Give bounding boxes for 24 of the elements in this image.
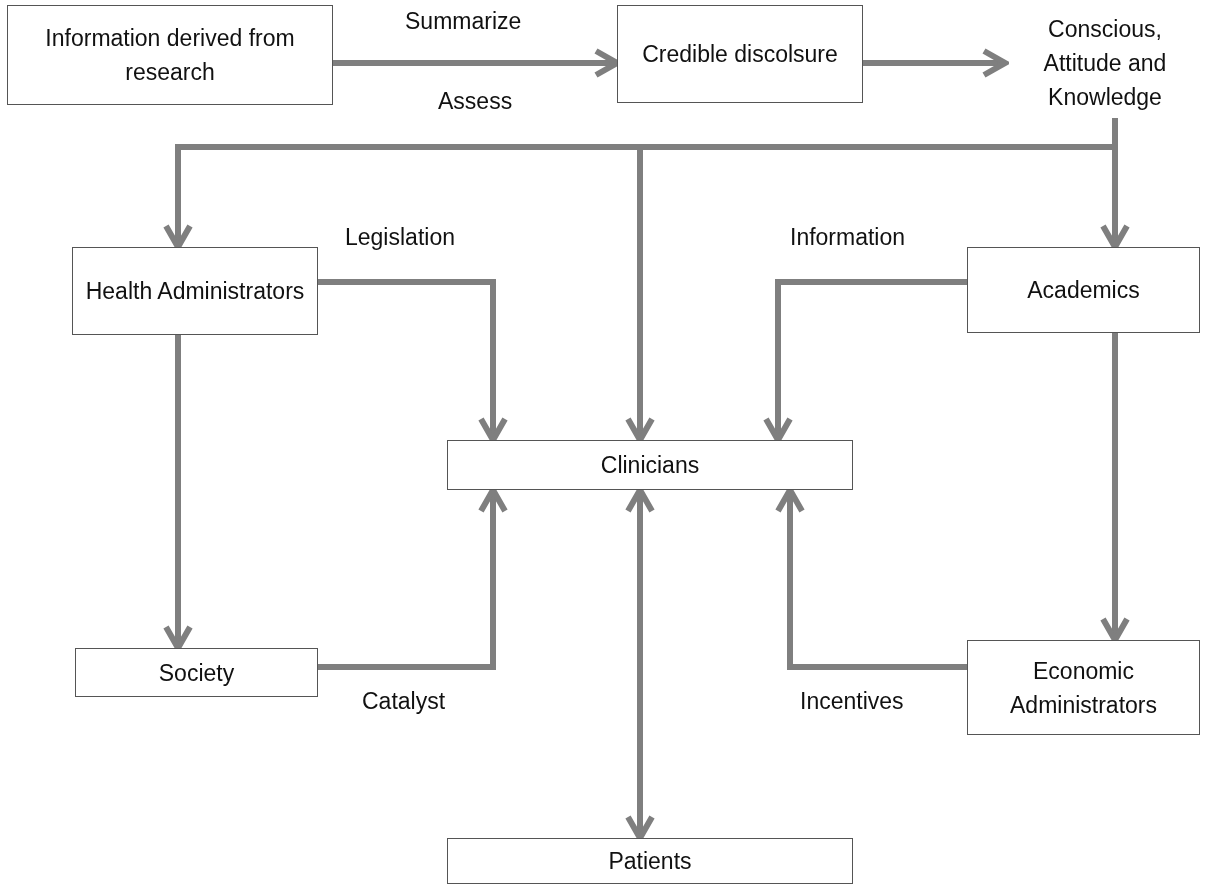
edge-label: Legislation	[345, 223, 455, 252]
text-label: Assess	[438, 87, 513, 116]
node-text: Society	[157, 658, 236, 688]
node-text: Health Administrators	[84, 277, 306, 306]
process-box	[447, 838, 853, 884]
process-box	[75, 648, 318, 697]
edge-label: Incentives	[800, 687, 904, 716]
process-box	[72, 247, 318, 335]
process-box	[617, 5, 863, 103]
process-box	[447, 440, 853, 490]
node-text: Credible discolsure	[641, 40, 839, 69]
arrow	[863, 48, 1008, 78]
node-text: Economic Administrators	[1009, 656, 1158, 720]
edge-label: Catalyst	[362, 687, 446, 716]
process-box	[967, 640, 1200, 735]
node-text: Conscious, Attitude and Knowledge	[1042, 15, 1168, 112]
node-text: Academics	[1026, 276, 1141, 305]
process-box	[7, 5, 333, 105]
edge-label: Information	[790, 223, 906, 252]
node-text: Information derived from research	[44, 24, 296, 87]
process-box	[967, 247, 1200, 333]
node-text: Clinicians	[599, 451, 701, 480]
edge-label: Summarize	[405, 7, 522, 36]
node-text: Patients	[607, 847, 693, 876]
